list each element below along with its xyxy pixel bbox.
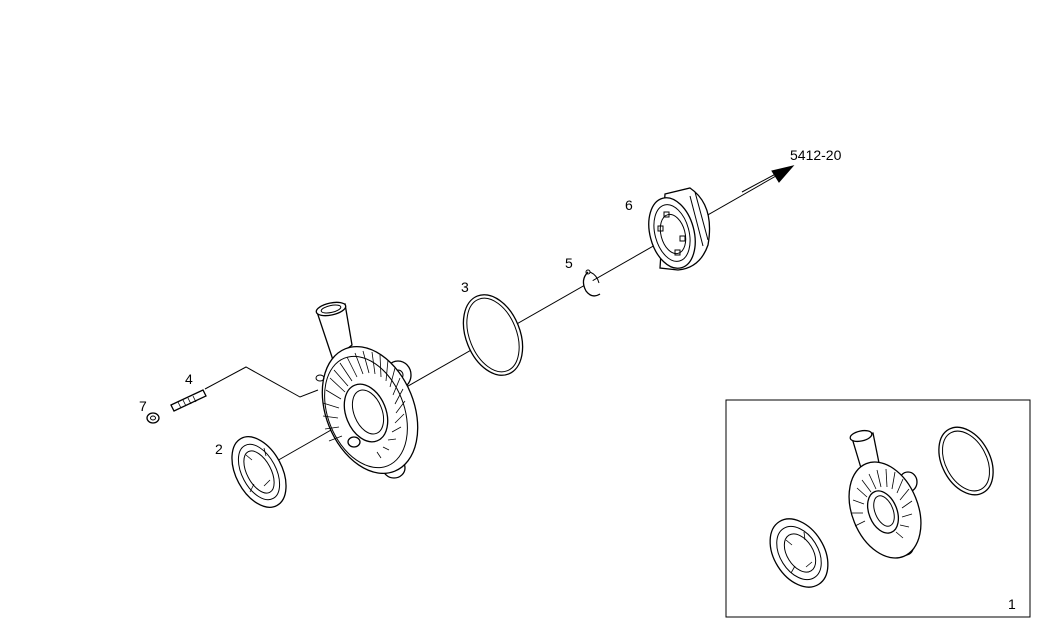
part-5-circlip (582, 269, 601, 297)
inset-kit-box: 1 (725, 399, 1031, 618)
inset-o-ring (938, 426, 994, 496)
inset-oil-seal (769, 518, 829, 588)
callout-7: 7 (139, 398, 147, 414)
callout-2: 2 (215, 441, 223, 457)
callout-3: 3 (461, 279, 469, 295)
part-7-nut (146, 412, 160, 424)
part-6-bearing (648, 187, 711, 271)
reference-label: 5412-20 (790, 147, 842, 163)
pump-housing (315, 301, 419, 479)
inset-housing (848, 429, 922, 559)
part-4-stud (170, 389, 207, 412)
part-3-o-ring (462, 294, 524, 376)
callout-6: 6 (625, 197, 633, 213)
callout-5: 5 (565, 255, 573, 271)
callout-4: 4 (185, 371, 193, 387)
callout-1: 1 (1008, 596, 1016, 612)
part-2-oil-seal (231, 436, 287, 508)
stud-leader-line (204, 366, 319, 398)
reference-arrow (741, 165, 795, 193)
